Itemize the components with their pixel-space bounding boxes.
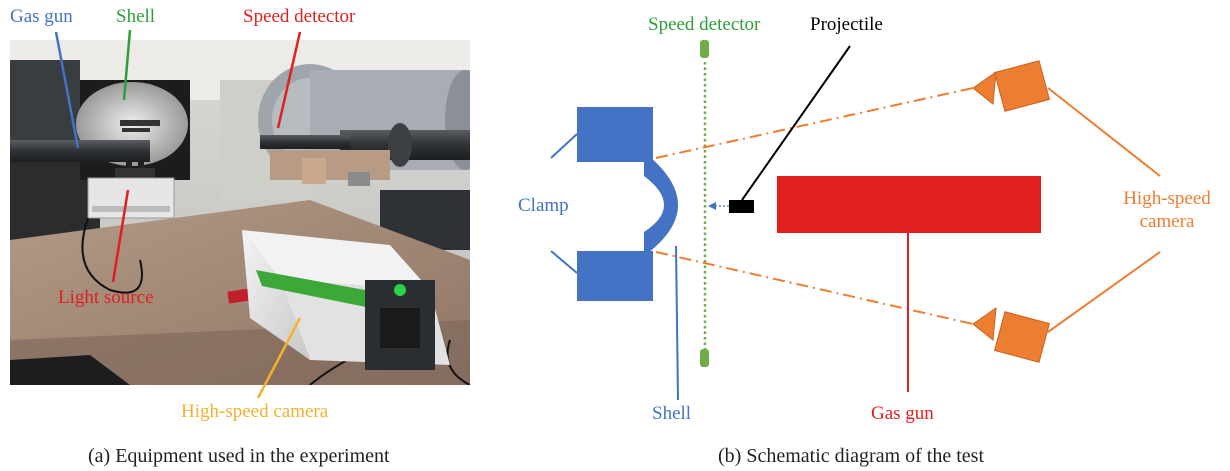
clamp-lower-block bbox=[577, 251, 653, 301]
projectile-pointer-line bbox=[741, 45, 851, 201]
projectile-shape bbox=[729, 200, 754, 213]
camera-upper-body bbox=[993, 60, 1051, 112]
camera-view-line-lower bbox=[655, 251, 974, 325]
camera-view-line-upper bbox=[655, 87, 974, 159]
schematic-projectile-label: Projectile bbox=[810, 14, 883, 35]
shell-pointer-line bbox=[675, 245, 679, 401]
shell-label: Shell bbox=[116, 6, 156, 27]
schematic-speed-detector-label: Speed detector bbox=[648, 14, 761, 35]
projectile-direction-arrow bbox=[708, 202, 716, 210]
camera-upper-lens bbox=[972, 70, 997, 105]
camera-lower-body bbox=[993, 311, 1051, 363]
gas-gun-label: Gas gun bbox=[10, 6, 73, 27]
gas-gun-barrel bbox=[777, 176, 1041, 233]
schematic-caption: (b) Schematic diagram of the test bbox=[718, 445, 985, 467]
schematic-high-speed-camera-line1: High-speed bbox=[1123, 188, 1211, 209]
high-speed-camera-label: High-speed camera bbox=[181, 401, 329, 422]
clamp-pointer-upper bbox=[550, 133, 578, 159]
speed-detector-top-sensor bbox=[700, 40, 709, 58]
light-source-label: Light source bbox=[58, 287, 154, 308]
clamp-upper-block bbox=[577, 107, 653, 162]
camera-lower-lens bbox=[972, 306, 997, 341]
schematic-shell-label: Shell bbox=[652, 403, 692, 424]
schematic-high-speed-camera-line2: camera bbox=[1139, 211, 1195, 232]
schematic-high-speed-camera-label: High-speed camera bbox=[1122, 189, 1212, 231]
camera-pointer-upper bbox=[1047, 87, 1161, 177]
clamp-pointer-lower bbox=[550, 250, 578, 274]
camera-pointer-lower bbox=[1047, 251, 1161, 333]
speed-detector-bottom-sensor bbox=[700, 349, 709, 367]
shell-shape bbox=[644, 152, 678, 256]
schematic-gas-gun-label: Gas gun bbox=[871, 403, 934, 424]
schematic-clamp-label: Clamp bbox=[518, 195, 569, 216]
photo-caption: (a) Equipment used in the experiment bbox=[88, 445, 390, 467]
speed-detector-label: Speed detector bbox=[243, 6, 356, 27]
